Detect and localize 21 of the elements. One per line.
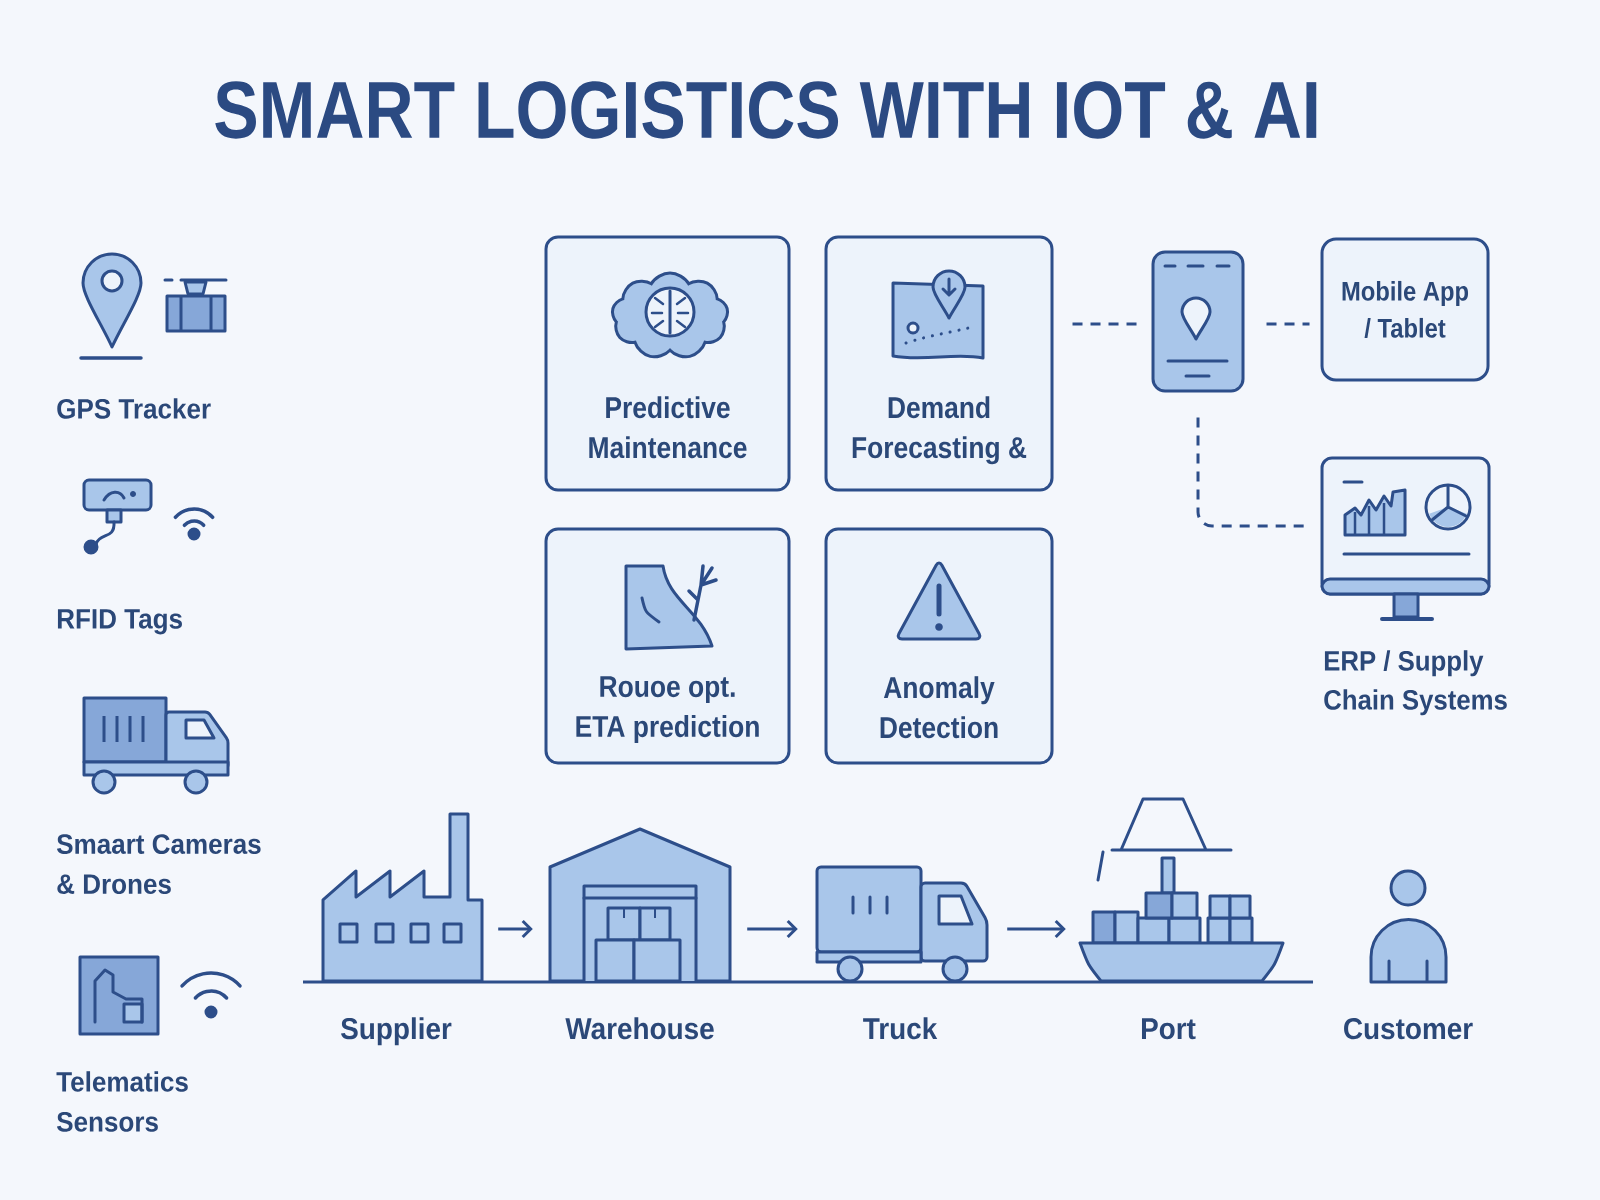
caption: Smaart Cameras & Drones <box>56 834 261 894</box>
card: Anomaly Detection <box>824 527 1054 765</box>
connector-line <box>1196 417 1307 528</box>
text-box: Mobile App / Tablet <box>1320 237 1490 382</box>
card: Rouoe opt. ETA prediction <box>544 527 791 765</box>
connector-line <box>1266 322 1310 326</box>
connector-line <box>1072 322 1137 326</box>
arrow <box>747 919 798 939</box>
phone-icon <box>1151 250 1245 393</box>
node-label: ERP / Supply Chain Systems <box>1324 650 1507 716</box>
node-label: Port <box>1142 1018 1196 1040</box>
node-label: Customer <box>1344 1018 1473 1040</box>
caption: Telematics Sensors <box>56 1071 188 1132</box>
node-label: Warehouse <box>565 1017 714 1040</box>
caption: RFID Tags <box>57 609 182 635</box>
arrow <box>1007 919 1066 939</box>
node-label: Supplier <box>341 1017 452 1046</box>
arrow <box>498 919 533 939</box>
caption: GPS Tracker <box>57 398 211 419</box>
title: SMART LOGISTICS WITH IOT & AI <box>215 81 1317 139</box>
node-label: Truck <box>863 1017 938 1040</box>
